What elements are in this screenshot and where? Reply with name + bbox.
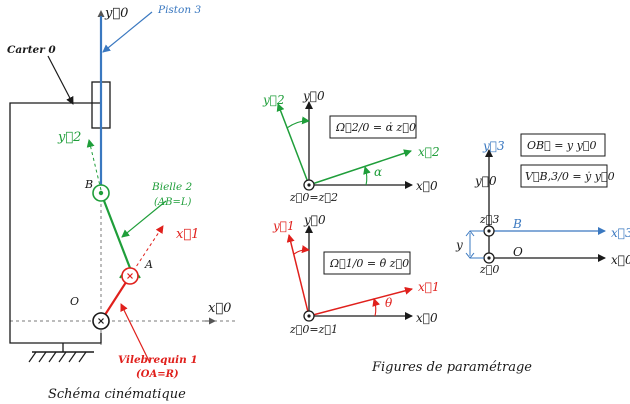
fig2-x2-vector bbox=[308, 149, 412, 186]
fig2-alpha-label: α bbox=[374, 165, 382, 179]
bielle-leader bbox=[121, 200, 167, 238]
fig3-B-label: B bbox=[512, 217, 522, 231]
point-O-label: O bbox=[70, 295, 79, 308]
kinematic-diagram: y⃗0 Piston 3 Carter 0 y⃗2 B Bielle 2 (AB… bbox=[7, 4, 238, 402]
fig1-y1-label: y⃗1 bbox=[272, 219, 295, 233]
piston-leader bbox=[102, 11, 153, 53]
fig1-z-axis-center bbox=[307, 314, 311, 318]
fig2-y2-label: y⃗2 bbox=[262, 93, 285, 107]
piston-label: Piston 3 bbox=[157, 4, 201, 16]
fig1-x1-label: x⃗1 bbox=[418, 280, 440, 294]
point-A-label: A bbox=[144, 258, 153, 271]
param-figure-alpha: Ω⃗2/0 = α̇ z⃗0 y⃗0 y⃗2 x⃗2 α x⃗0 z⃗0=z⃗2 bbox=[262, 89, 440, 204]
pivot-B-center bbox=[98, 190, 104, 196]
y0-label: y⃗0 bbox=[104, 6, 128, 21]
fig3-x3-label: x⃗3 bbox=[611, 226, 630, 240]
fig3-x0-label: x⃗0 bbox=[611, 253, 630, 267]
fig2-z-label: z⃗0=z⃗2 bbox=[289, 191, 338, 204]
fig1-angle-arc-right bbox=[372, 298, 381, 317]
ground-hatching bbox=[28, 351, 87, 363]
kinematic-caption: Schéma cinématique bbox=[48, 387, 186, 402]
fig3-z3-label: z⃗3 bbox=[479, 213, 499, 226]
param-figure-theta: Ω⃗1/0 = θ̇ z⃗0 y⃗0 y⃗1 x⃗1 θ x⃗0 z⃗0=z⃗1 bbox=[272, 213, 440, 336]
vilebrequin-sub: (OA=R) bbox=[136, 369, 179, 380]
bielle-sub: (AB=L) bbox=[154, 197, 191, 208]
pivot-A-cross bbox=[127, 273, 133, 279]
y2-label: y⃗2 bbox=[57, 130, 81, 145]
fig1-angle-arc-top bbox=[293, 245, 310, 255]
carter-frame bbox=[9, 102, 102, 344]
fig3-y3-label: y⃗3 bbox=[482, 139, 505, 153]
fig2-omega-text: Ω⃗2/0 = α̇ z⃗0 bbox=[335, 121, 416, 134]
fig3-y-label: y bbox=[455, 238, 463, 252]
fig2-angle-arc-right bbox=[363, 166, 371, 186]
fig3-y0-label: y⃗0 bbox=[474, 174, 497, 188]
fig2-x2-label: x⃗2 bbox=[418, 145, 440, 159]
x0-label: x⃗0 bbox=[208, 301, 231, 316]
vilebrequin-leader bbox=[120, 303, 151, 364]
carter-leader bbox=[47, 55, 74, 105]
param-caption: Figures de paramétrage bbox=[371, 360, 532, 375]
bielle-rod bbox=[99, 192, 132, 269]
fig1-y1-vector bbox=[286, 234, 310, 317]
y2-vector bbox=[86, 139, 102, 191]
param-figure-translation: OB⃗ = y y⃗0 V⃗B,3/0 = ẏ y⃗0 y⃗3 y⃗0 z⃗3… bbox=[455, 133, 630, 276]
bielle-label: Bielle 2 bbox=[151, 181, 193, 193]
fig2-x0-label: x⃗0 bbox=[416, 179, 438, 193]
fig3-z0-center bbox=[487, 256, 491, 260]
fig2-omega-box bbox=[329, 115, 417, 139]
fig3-dim-arrow-down bbox=[465, 252, 475, 259]
fig2-y2-vector bbox=[276, 103, 310, 186]
fig1-x0-label: x⃗0 bbox=[416, 311, 438, 325]
fig3-dim-arrow-up bbox=[465, 230, 475, 237]
x1-label: x⃗1 bbox=[176, 227, 199, 242]
fig3-ob-box bbox=[520, 133, 606, 157]
pivot-O-cross bbox=[98, 318, 104, 324]
fig1-y0-label: y⃗0 bbox=[303, 213, 326, 227]
fig3-O-label: O bbox=[513, 245, 523, 259]
vilebrequin-label: Vilebrequin 1 bbox=[118, 354, 198, 366]
fig1-theta-label: θ bbox=[385, 296, 393, 310]
fig1-x1-vector bbox=[308, 286, 413, 317]
fig1-omega-text: Ω⃗1/0 = θ̇ z⃗0 bbox=[329, 257, 409, 270]
carter-label: Carter 0 bbox=[7, 44, 56, 56]
x1-vector bbox=[129, 225, 164, 277]
fig3-velocity-text: V⃗B,3/0 = ẏ y⃗0 bbox=[525, 170, 615, 183]
fig2-z-axis-center bbox=[307, 183, 311, 187]
fig2-y0-label: y⃗0 bbox=[302, 89, 325, 103]
vilebrequin-crank bbox=[100, 275, 131, 322]
fig3-z0-label: z⃗0 bbox=[479, 263, 499, 276]
fig3-ob-text: OB⃗ = y y⃗0 bbox=[527, 139, 596, 152]
fig3-velocity-box bbox=[520, 164, 608, 188]
fig3-z3-center bbox=[487, 229, 491, 233]
point-B-label: B bbox=[84, 178, 93, 191]
fig2-angle-arc-top bbox=[286, 116, 310, 129]
fig1-z-label: z⃗0=z⃗1 bbox=[289, 323, 338, 336]
fig1-omega-box bbox=[323, 251, 411, 275]
